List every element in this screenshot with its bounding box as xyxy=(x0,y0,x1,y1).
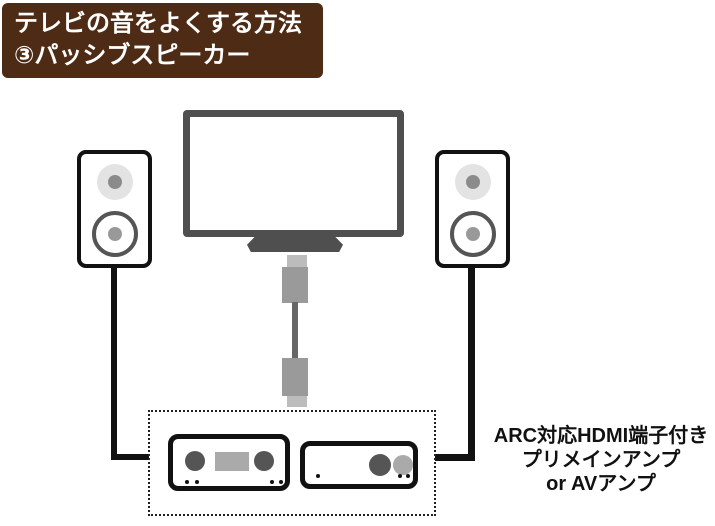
amp-dot xyxy=(195,480,199,484)
amplifier-label-line-2: プリメインアンプ xyxy=(521,449,681,471)
hdmi-plug-top-tip xyxy=(287,255,307,267)
tweeter-center xyxy=(465,175,480,189)
title-line-2: ③パッシブスピーカー xyxy=(14,42,251,69)
hdmi-plug-bottom-tip xyxy=(287,396,307,407)
speaker-cable-right-vertical xyxy=(468,264,475,460)
tweeter-icon xyxy=(96,164,133,200)
woofer-icon xyxy=(91,211,138,257)
title-line-1: テレビの音をよくする方法 xyxy=(14,10,302,37)
title-banner: テレビの音をよくする方法 ③パッシブスピーカー xyxy=(2,3,323,78)
amp-knob-icon xyxy=(369,454,391,476)
passive-speaker-right-icon xyxy=(435,150,510,268)
amp-dot xyxy=(270,480,274,484)
tv-stand xyxy=(247,234,343,252)
passive-speaker-left-icon xyxy=(77,150,152,268)
amplifier-with-display-icon xyxy=(168,434,290,491)
amp-knob-icon xyxy=(254,451,274,471)
hdmi-plug-bottom-body xyxy=(282,358,308,396)
amplifier-label-line-1: ARC対応HDMI端子付き xyxy=(493,425,709,447)
speaker-cable-left-horizontal xyxy=(111,454,149,460)
speaker-cable-left-vertical xyxy=(111,264,117,460)
hdmi-plug-top-body xyxy=(282,267,308,303)
woofer-center xyxy=(107,227,122,241)
speaker-cable-right-horizontal xyxy=(435,454,475,461)
amp-dot xyxy=(279,480,283,484)
amp-knob-icon xyxy=(185,451,205,471)
woofer-center xyxy=(465,227,480,241)
amp-dot xyxy=(398,474,402,478)
amplifier-label-line-3: or AVアンプ xyxy=(546,473,656,495)
amp-knob-icon xyxy=(393,455,413,475)
amplifier-with-knobs-icon xyxy=(300,441,418,489)
tv-icon xyxy=(183,110,404,237)
tweeter-center xyxy=(107,175,122,189)
woofer-icon xyxy=(449,211,496,257)
hdmi-cable-icon xyxy=(292,302,298,358)
amplifier-label: ARC対応HDMI端子付き プリメインアンプ or AVアンプ xyxy=(489,424,713,496)
amp-display-panel xyxy=(215,452,249,471)
tweeter-icon xyxy=(454,164,491,200)
amp-dot xyxy=(185,480,189,484)
amp-dot xyxy=(316,474,320,478)
amplifier-group-dotted-box xyxy=(148,410,436,516)
amp-dot xyxy=(406,474,410,478)
